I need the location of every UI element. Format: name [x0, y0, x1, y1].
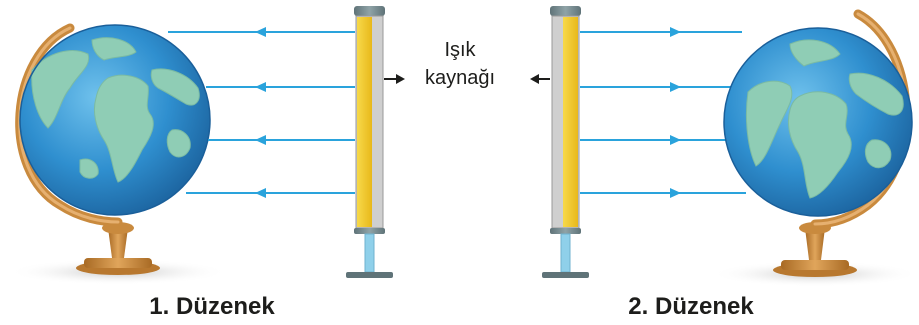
arrowhead-1-4 [255, 188, 266, 198]
light-source-1-foot [346, 272, 393, 278]
setup-1 [8, 23, 228, 285]
pointer-arrow-1 [396, 74, 405, 84]
setup-1-caption: 1. Düzenek [149, 293, 275, 320]
light-source-1 [346, 6, 393, 278]
light-source-2-pole [560, 233, 571, 273]
globe-2-continents [745, 39, 904, 199]
globe-1-base-top [84, 258, 152, 268]
arrowhead-2-4 [670, 188, 681, 198]
light-source-label-line1: Işık [444, 39, 476, 61]
light-source-label: Işık kaynağı [405, 36, 515, 92]
arrowhead-1-1 [255, 27, 266, 37]
globe-1-stem [108, 228, 128, 258]
setup-2-rays [580, 31, 746, 194]
light-source-2-foot [542, 272, 589, 278]
light-source-2-bottom [550, 228, 581, 234]
light-source-label-line2: kaynağı [424, 67, 496, 89]
globe-2-stem [805, 228, 825, 260]
light-source-2-glow [563, 17, 578, 227]
light-source-1-pole [364, 233, 375, 273]
arrowhead-2-2 [670, 82, 681, 92]
light-source-1-glow [357, 17, 372, 227]
arrowhead-1-2 [255, 82, 266, 92]
light-source-2-cap [550, 6, 581, 16]
label-pointers [384, 74, 550, 84]
arrowhead-2-3 [670, 135, 681, 145]
setup-2-caption: 2. Düzenek [628, 293, 754, 320]
setup-1-arrowheads [255, 27, 266, 198]
setup-2 [711, 9, 919, 287]
globe-1-continents [31, 37, 200, 183]
light-source-1-bottom [354, 228, 385, 234]
setup-2-arrowheads [670, 27, 681, 198]
pointer-arrow-2 [530, 74, 539, 84]
arrowhead-2-1 [670, 27, 681, 37]
arrowhead-1-3 [255, 135, 266, 145]
light-source-2 [542, 6, 589, 278]
light-source-1-cap [354, 6, 385, 16]
globe-2-base-top [781, 260, 849, 270]
